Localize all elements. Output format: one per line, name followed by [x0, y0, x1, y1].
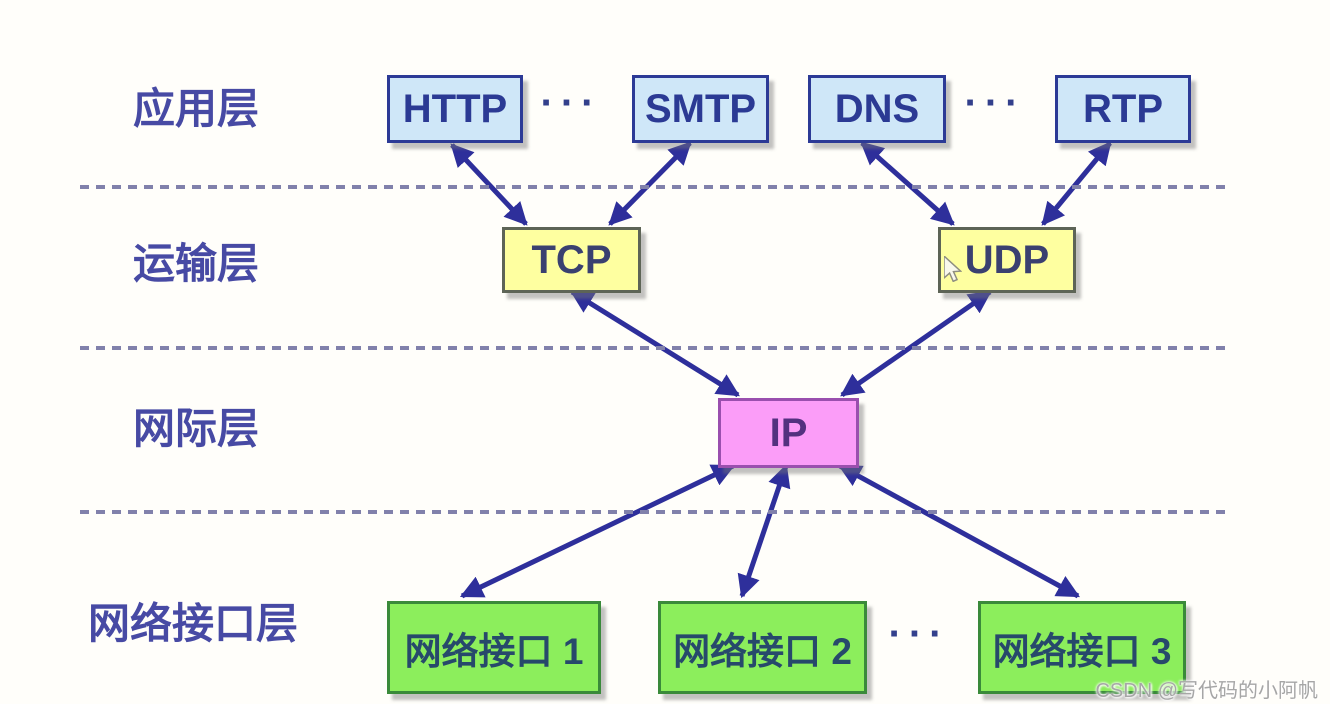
protocol-box-smtp: SMTP	[632, 75, 769, 143]
layer-label-network-interface: 网络接口层	[88, 600, 299, 647]
protocol-box-tcp: TCP	[502, 227, 641, 293]
layer-label-application: 应用层	[133, 85, 260, 132]
layer-divider-3	[80, 510, 1232, 514]
mouse-cursor-icon	[944, 256, 962, 282]
ellipsis-app-left: ···	[540, 81, 602, 125]
ellipsis-interface: ···	[888, 612, 950, 656]
layer-divider-1	[80, 185, 1232, 189]
protocol-box-ip: IP	[718, 398, 859, 468]
arrow-udp-ip	[840, 289, 992, 398]
network-interface-box-1: 网络接口 1	[387, 601, 601, 694]
arrow-ip-interface2	[737, 463, 791, 599]
arrow-rtp-udp	[1041, 141, 1112, 226]
network-interface-box-3: 网络接口 3	[978, 601, 1186, 694]
arrow-ip-interface1	[459, 463, 736, 599]
network-interface-box-2: 网络接口 2	[658, 601, 867, 694]
arrow-tcp-ip	[570, 289, 740, 398]
layer-label-internet: 网际层	[133, 405, 260, 452]
layer-divider-2	[80, 346, 1232, 350]
protocol-box-http: HTTP	[387, 75, 523, 143]
protocol-box-dns: DNS	[808, 75, 946, 143]
arrow-smtp-tcp	[608, 141, 692, 226]
layer-label-transport: 运输层	[133, 240, 260, 287]
arrow-dns-udp	[860, 141, 955, 226]
protocol-box-udp: UDP	[938, 227, 1076, 293]
ellipsis-app-right: ···	[964, 81, 1026, 125]
protocol-box-rtp: RTP	[1055, 75, 1191, 143]
csdn-watermark: CSDN @写代码的小阿帆	[1095, 680, 1318, 702]
arrow-ip-interface3	[837, 463, 1081, 599]
